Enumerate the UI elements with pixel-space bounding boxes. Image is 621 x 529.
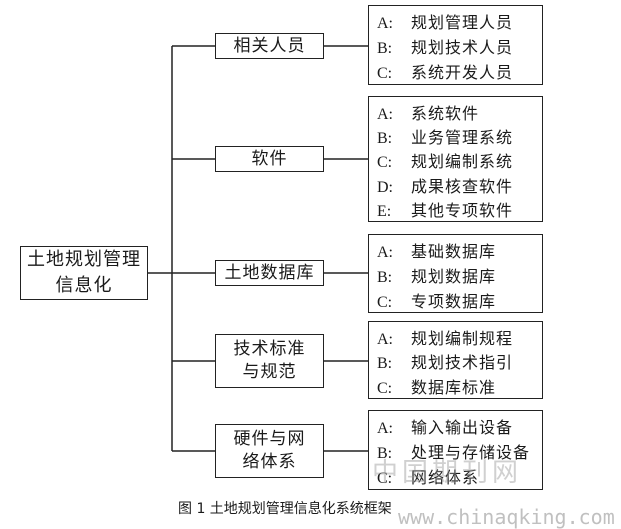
- leaf-text: 成果核查软件: [411, 177, 514, 196]
- branch-label: 软件: [251, 148, 288, 169]
- leaf-item: A: 规划管理人员: [377, 9, 513, 33]
- leaf-text: 其他专项软件: [411, 201, 514, 220]
- leaf-item: C: 规划编制系统: [377, 148, 513, 172]
- leaf-item: A: 输入输出设备: [377, 414, 513, 438]
- leaf-item: B: 规划技术指引: [377, 349, 513, 373]
- leaf-key: A:: [377, 106, 393, 123]
- branch-label: 技术标准 与规范: [233, 339, 306, 382]
- leaf-text: 基础数据库: [411, 242, 497, 261]
- leaf-key: C:: [377, 380, 393, 397]
- leaf-text: 规划管理人员: [411, 13, 514, 32]
- branch-label: 相关人员: [233, 35, 306, 56]
- leaf-key: B:: [377, 130, 393, 147]
- leaf-text: 系统开发人员: [411, 63, 514, 82]
- leaf-text: 网络体系: [411, 468, 480, 487]
- root-label: 土地规划管理 信息化: [27, 248, 141, 296]
- branch-label: 硬件与网 络体系: [233, 429, 306, 472]
- leaf-text: 系统软件: [411, 104, 480, 123]
- leaf-key: C:: [377, 294, 393, 311]
- branch-node-standards: 技术标准 与规范: [215, 334, 324, 388]
- leaf-key: A:: [377, 15, 393, 32]
- leaf-key: D:: [377, 179, 393, 196]
- leaf-list-software: A: 系统软件 B: 业务管理系统 C: 规划编制系统 D: 成果核查软件 E: 其他专项…: [368, 96, 543, 222]
- leaf-text: 规划数据库: [411, 267, 497, 286]
- leaf-key: C:: [377, 154, 393, 171]
- leaf-text: 规划编制系统: [411, 152, 514, 171]
- branch-node-hardware: 硬件与网 络体系: [215, 424, 324, 478]
- leaf-text: 业务管理系统: [411, 128, 514, 147]
- leaf-item: A: 规划编制规程: [377, 325, 513, 349]
- leaf-key: C:: [377, 470, 393, 487]
- leaf-item: B: 规划数据库: [377, 263, 496, 287]
- leaf-text: 处理与存储设备: [411, 443, 531, 462]
- leaf-item: C: 数据库标准: [377, 374, 496, 398]
- leaf-key: B:: [377, 355, 393, 372]
- leaf-text: 输入输出设备: [411, 418, 514, 437]
- leaf-item: B: 业务管理系统: [377, 124, 513, 148]
- branch-node-personnel: 相关人员: [215, 33, 324, 59]
- leaf-item: A: 系统软件: [377, 100, 479, 124]
- leaf-text: 数据库标准: [411, 378, 497, 397]
- figure-caption: 图 1 土地规划管理信息化系统框架: [178, 501, 392, 517]
- branch-node-software: 软件: [215, 146, 324, 172]
- leaf-key: B:: [377, 445, 393, 462]
- leaf-key: B:: [377, 40, 393, 57]
- leaf-list-standards: A: 规划编制规程 B: 规划技术指引 C: 数据库标准: [368, 321, 543, 399]
- leaf-key: E:: [377, 203, 392, 220]
- leaf-item: C: 系统开发人员: [377, 59, 513, 83]
- leaf-item: A: 基础数据库: [377, 238, 496, 262]
- leaf-item: D: 成果核查软件: [377, 173, 513, 197]
- root-node: 土地规划管理 信息化: [20, 246, 148, 300]
- leaf-item: C: 专项数据库: [377, 288, 496, 312]
- leaf-text: 规划技术人员: [411, 38, 514, 57]
- leaf-item: E: 其他专项软件: [377, 197, 513, 221]
- leaf-list-personnel: A: 规划管理人员 B: 规划技术人员 C: 系统开发人员: [368, 5, 543, 85]
- leaf-key: A:: [377, 244, 393, 261]
- leaf-key: B:: [377, 269, 393, 286]
- leaf-item: B: 规划技术人员: [377, 34, 513, 58]
- branch-node-database: 土地数据库: [215, 260, 324, 286]
- leaf-text: 规划技术指引: [411, 353, 514, 372]
- leaf-list-hardware: A: 输入输出设备 B: 处理与存储设备 C: 网络体系: [368, 410, 543, 490]
- branch-label: 土地数据库: [224, 262, 315, 283]
- leaf-key: C:: [377, 65, 393, 82]
- leaf-item: B: 处理与存储设备: [377, 439, 530, 463]
- leaf-text: 专项数据库: [411, 292, 497, 311]
- leaf-key: A:: [377, 420, 393, 437]
- leaf-item: C: 网络体系: [377, 464, 479, 488]
- leaf-text: 规划编制规程: [411, 329, 514, 348]
- leaf-key: A:: [377, 331, 393, 348]
- leaf-list-database: A: 基础数据库 B: 规划数据库 C: 专项数据库: [368, 234, 543, 313]
